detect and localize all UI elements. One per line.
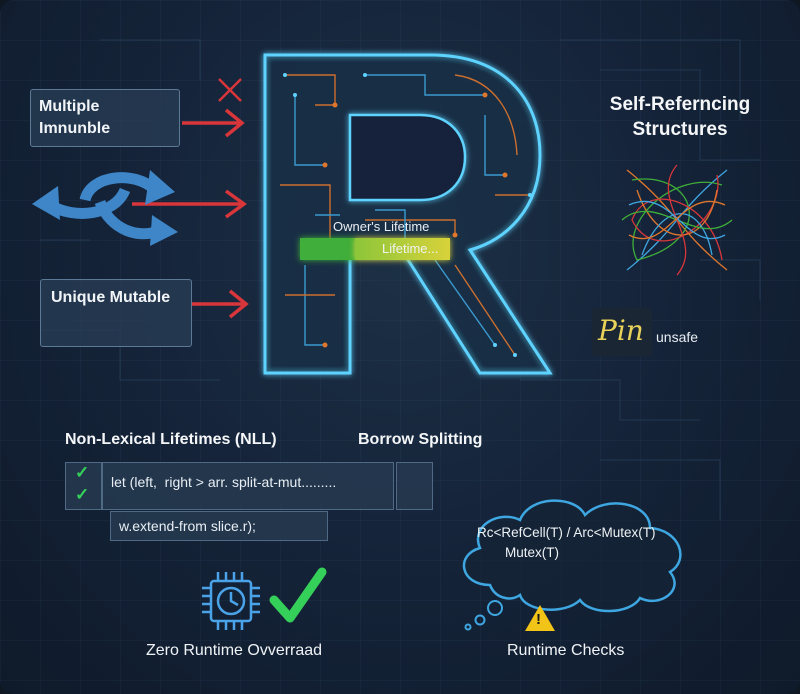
self-referencing-title: Self-Referncing Structures: [609, 94, 751, 140]
check-icon-2: ✓: [75, 485, 90, 504]
arrow-immutable: [182, 108, 245, 138]
pin-box: Pin: [592, 308, 652, 356]
rust-r-letter: [263, 53, 553, 375]
nll-title: Non-Lexical Lifetimes (NLL): [65, 431, 277, 448]
tangle-icon: [621, 164, 733, 276]
chip-clock-icon: [202, 572, 260, 630]
code-line-1: let (left, right > arr. split-at-mut....…: [111, 474, 337, 490]
cloud-text-2: Mutex(T): [505, 545, 559, 560]
checkmark-icon: [269, 567, 327, 623]
unsafe-label: unsafe: [656, 329, 699, 345]
unique-mutable-label: Unique Mutable: [51, 289, 171, 306]
multiple-immutable-label: Multiple Imnunble: [39, 98, 111, 137]
code-line-2: w.extend-from slice.r);: [119, 518, 256, 534]
cloud-text-1: Rc<RefCell(T) / Arc<Mutex(T): [477, 525, 656, 540]
curved-arrows-icon: [32, 170, 178, 246]
borrow-splitting-title: Borrow Splitting: [358, 431, 483, 448]
unique-mutable-box: Unique Mutable: [40, 279, 192, 347]
code-line-2-box: w.extend-from slice.r);: [110, 511, 328, 541]
multiple-immutable-box: Multiple Imnunble: [30, 89, 180, 147]
lifetime-bar-yellow: [355, 238, 450, 260]
thought-cloud: [462, 499, 682, 631]
borrow-split-box: [396, 462, 433, 510]
pin-label: Pin: [598, 314, 644, 347]
check-box-column: [65, 462, 102, 510]
warning-symbol: !: [536, 611, 541, 628]
code-line-1-box: let (left, right > arr. split-at-mut....…: [102, 462, 394, 510]
owners-lifetime-label: Owner's Lifetime: [333, 219, 430, 234]
cross-icon: [218, 78, 242, 102]
lifetime-bar-green: [300, 238, 355, 260]
zero-overhead-label: Zero Runtime Ovverraad: [146, 642, 323, 659]
lifetime-label: Lifetime...: [382, 241, 439, 256]
arrow-unique-mutable: [192, 289, 249, 319]
arrow-swap: [132, 189, 247, 219]
warning-icon: [525, 605, 555, 631]
check-icon-1: ✓: [75, 463, 90, 482]
runtime-checks-label: Runtime Checks: [507, 642, 625, 659]
